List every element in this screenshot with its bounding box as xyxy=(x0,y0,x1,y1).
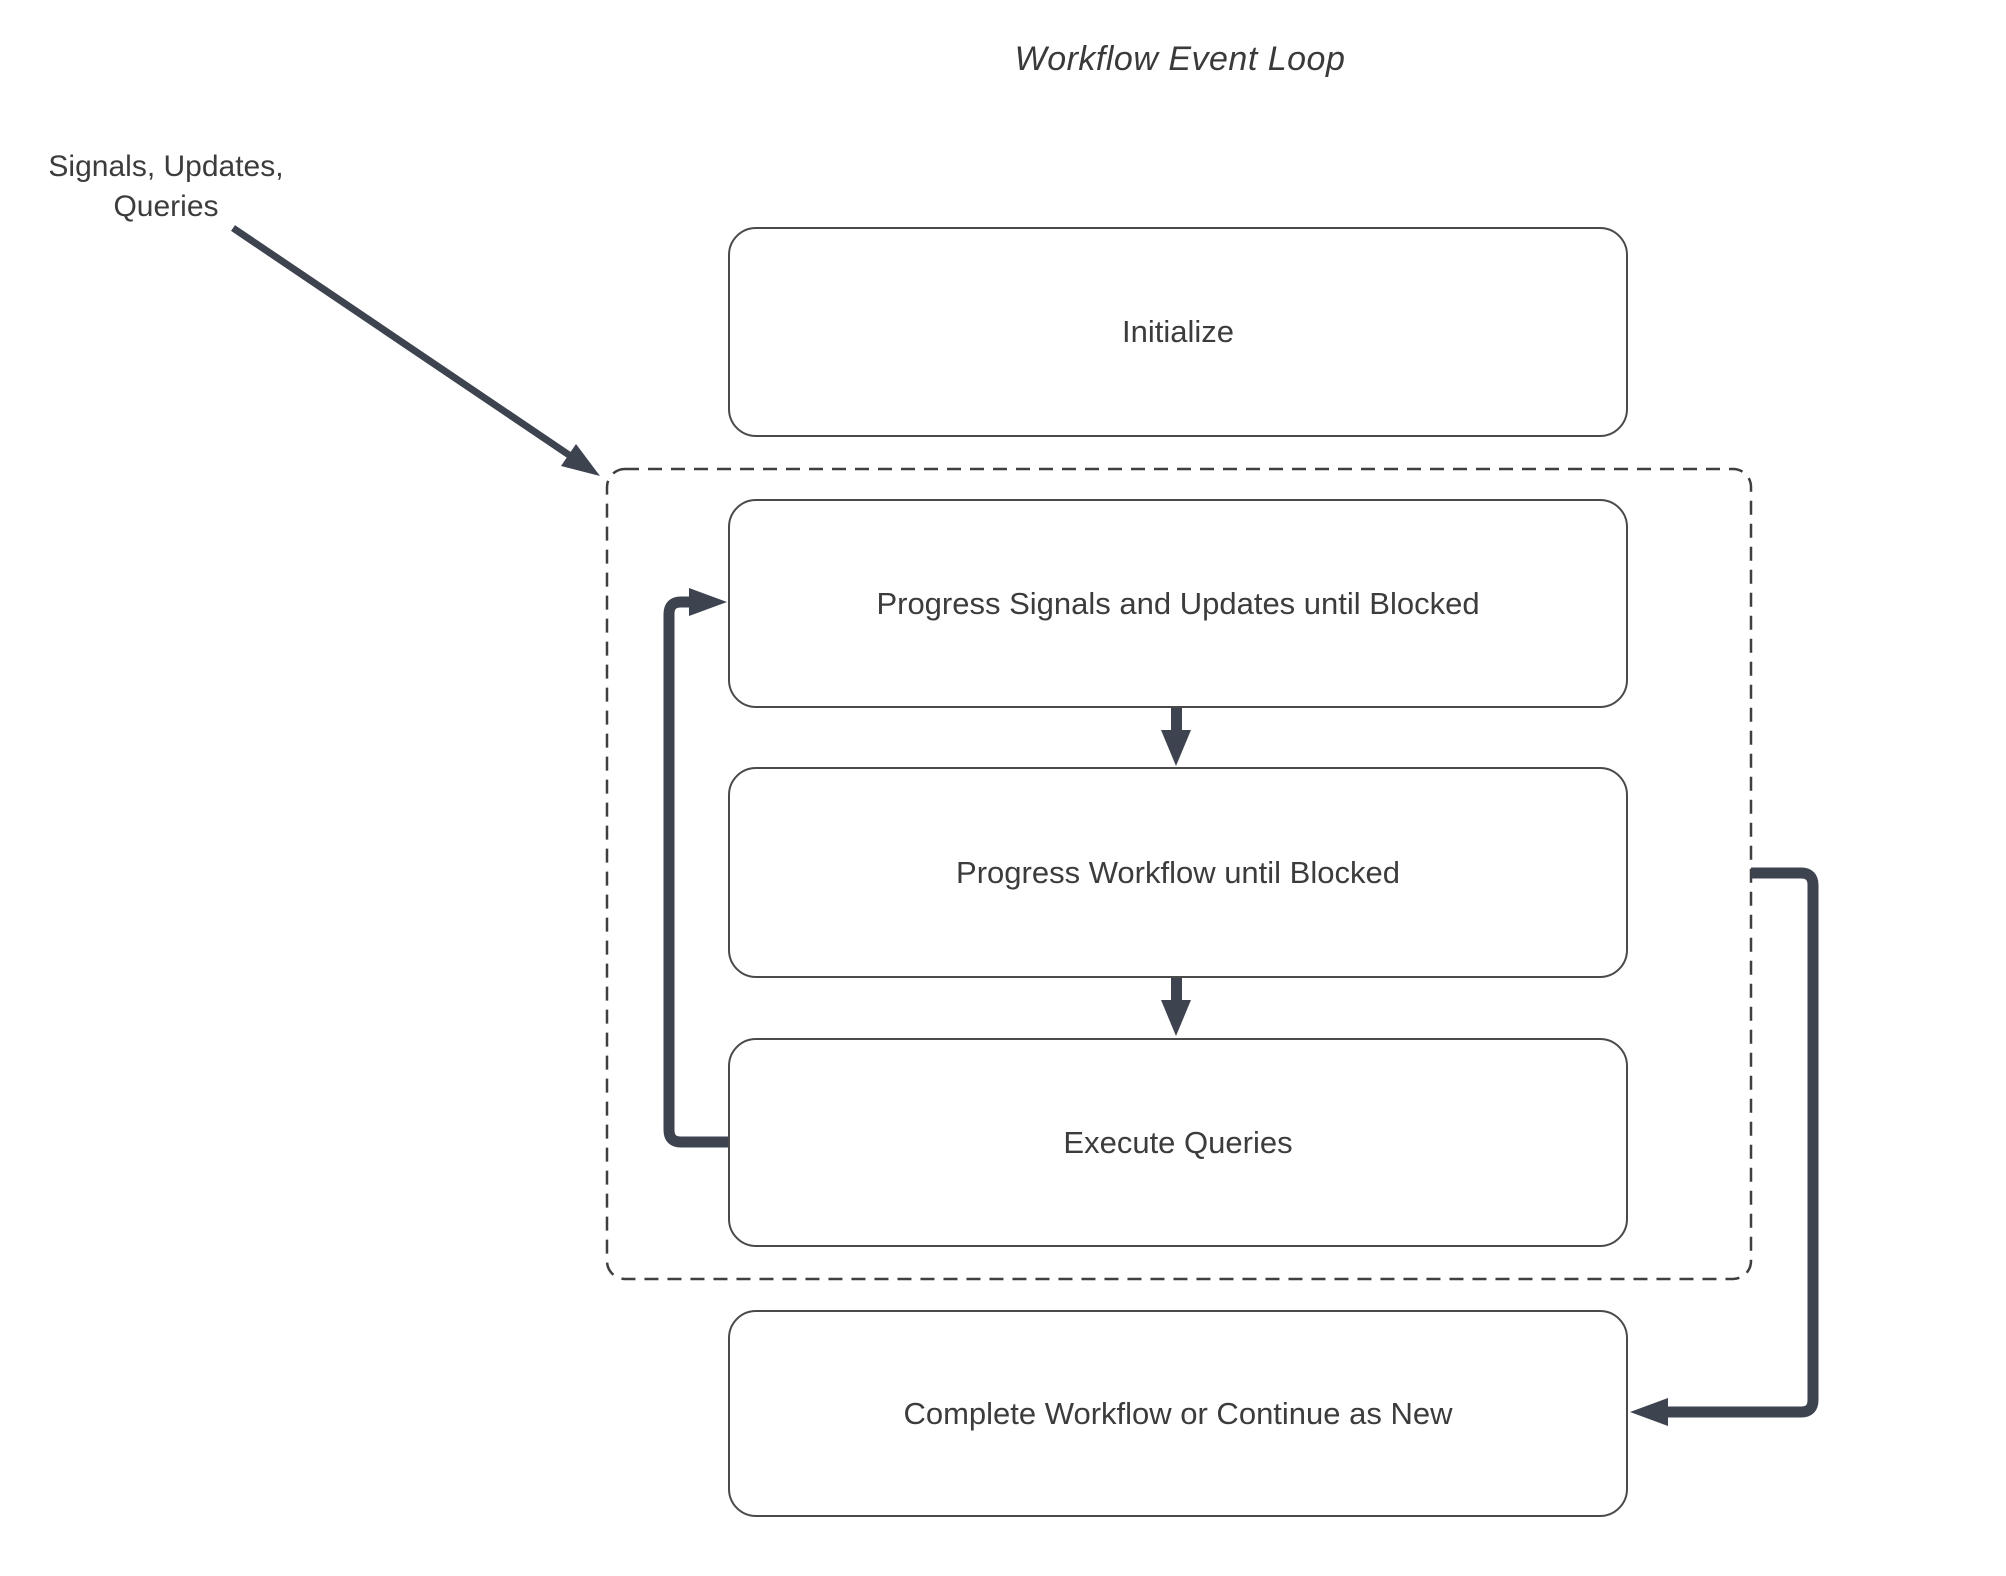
diagram-title: Workflow Event Loop xyxy=(1014,40,1346,78)
node-complete-workflow: Complete Workflow or Continue as New xyxy=(728,1310,1628,1517)
signals-input-arrow xyxy=(231,225,600,476)
arrow-to-complete-workflow xyxy=(1630,867,1819,1426)
node-progress-workflow-label: Progress Workflow until Blocked xyxy=(956,854,1400,890)
node-initialize: Initialize xyxy=(728,227,1628,437)
arrow-progress-workflow-to-execute-queries xyxy=(1161,978,1191,1036)
arrowhead-icon xyxy=(1161,730,1191,766)
arrowhead-icon xyxy=(1630,1398,1668,1426)
annotation-line-2: Queries xyxy=(113,190,219,223)
arrowhead-icon xyxy=(561,444,600,476)
node-initialize-label: Initialize xyxy=(1122,314,1234,349)
node-complete-workflow-label: Complete Workflow or Continue as New xyxy=(903,1395,1453,1431)
node-progress-signals-and-updates: Progress Signals and Updates until Block… xyxy=(728,499,1628,708)
node-progress-workflow: Progress Workflow until Blocked xyxy=(728,767,1628,978)
node-progress-signals-label: Progress Signals and Updates until Block… xyxy=(876,585,1480,621)
arrow-stem xyxy=(1171,708,1182,732)
signals-input-arrow-line xyxy=(231,225,574,460)
exit-line xyxy=(1668,867,1819,1418)
node-execute-queries-label: Execute Queries xyxy=(1063,1124,1293,1160)
node-execute-queries: Execute Queries xyxy=(728,1038,1628,1247)
arrowhead-icon xyxy=(689,588,727,616)
arrow-execute-queries-loop-back xyxy=(663,588,728,1148)
arrow-progress-signals-to-progress-workflow xyxy=(1161,708,1191,766)
arrow-stem xyxy=(1171,978,1182,1002)
signals-updates-queries-label: Signals, Updates, Queries xyxy=(20,147,312,227)
annotation-line-1: Signals, Updates, xyxy=(48,150,284,183)
arrowhead-icon xyxy=(1161,1000,1191,1036)
loop-back-line xyxy=(663,596,728,1148)
